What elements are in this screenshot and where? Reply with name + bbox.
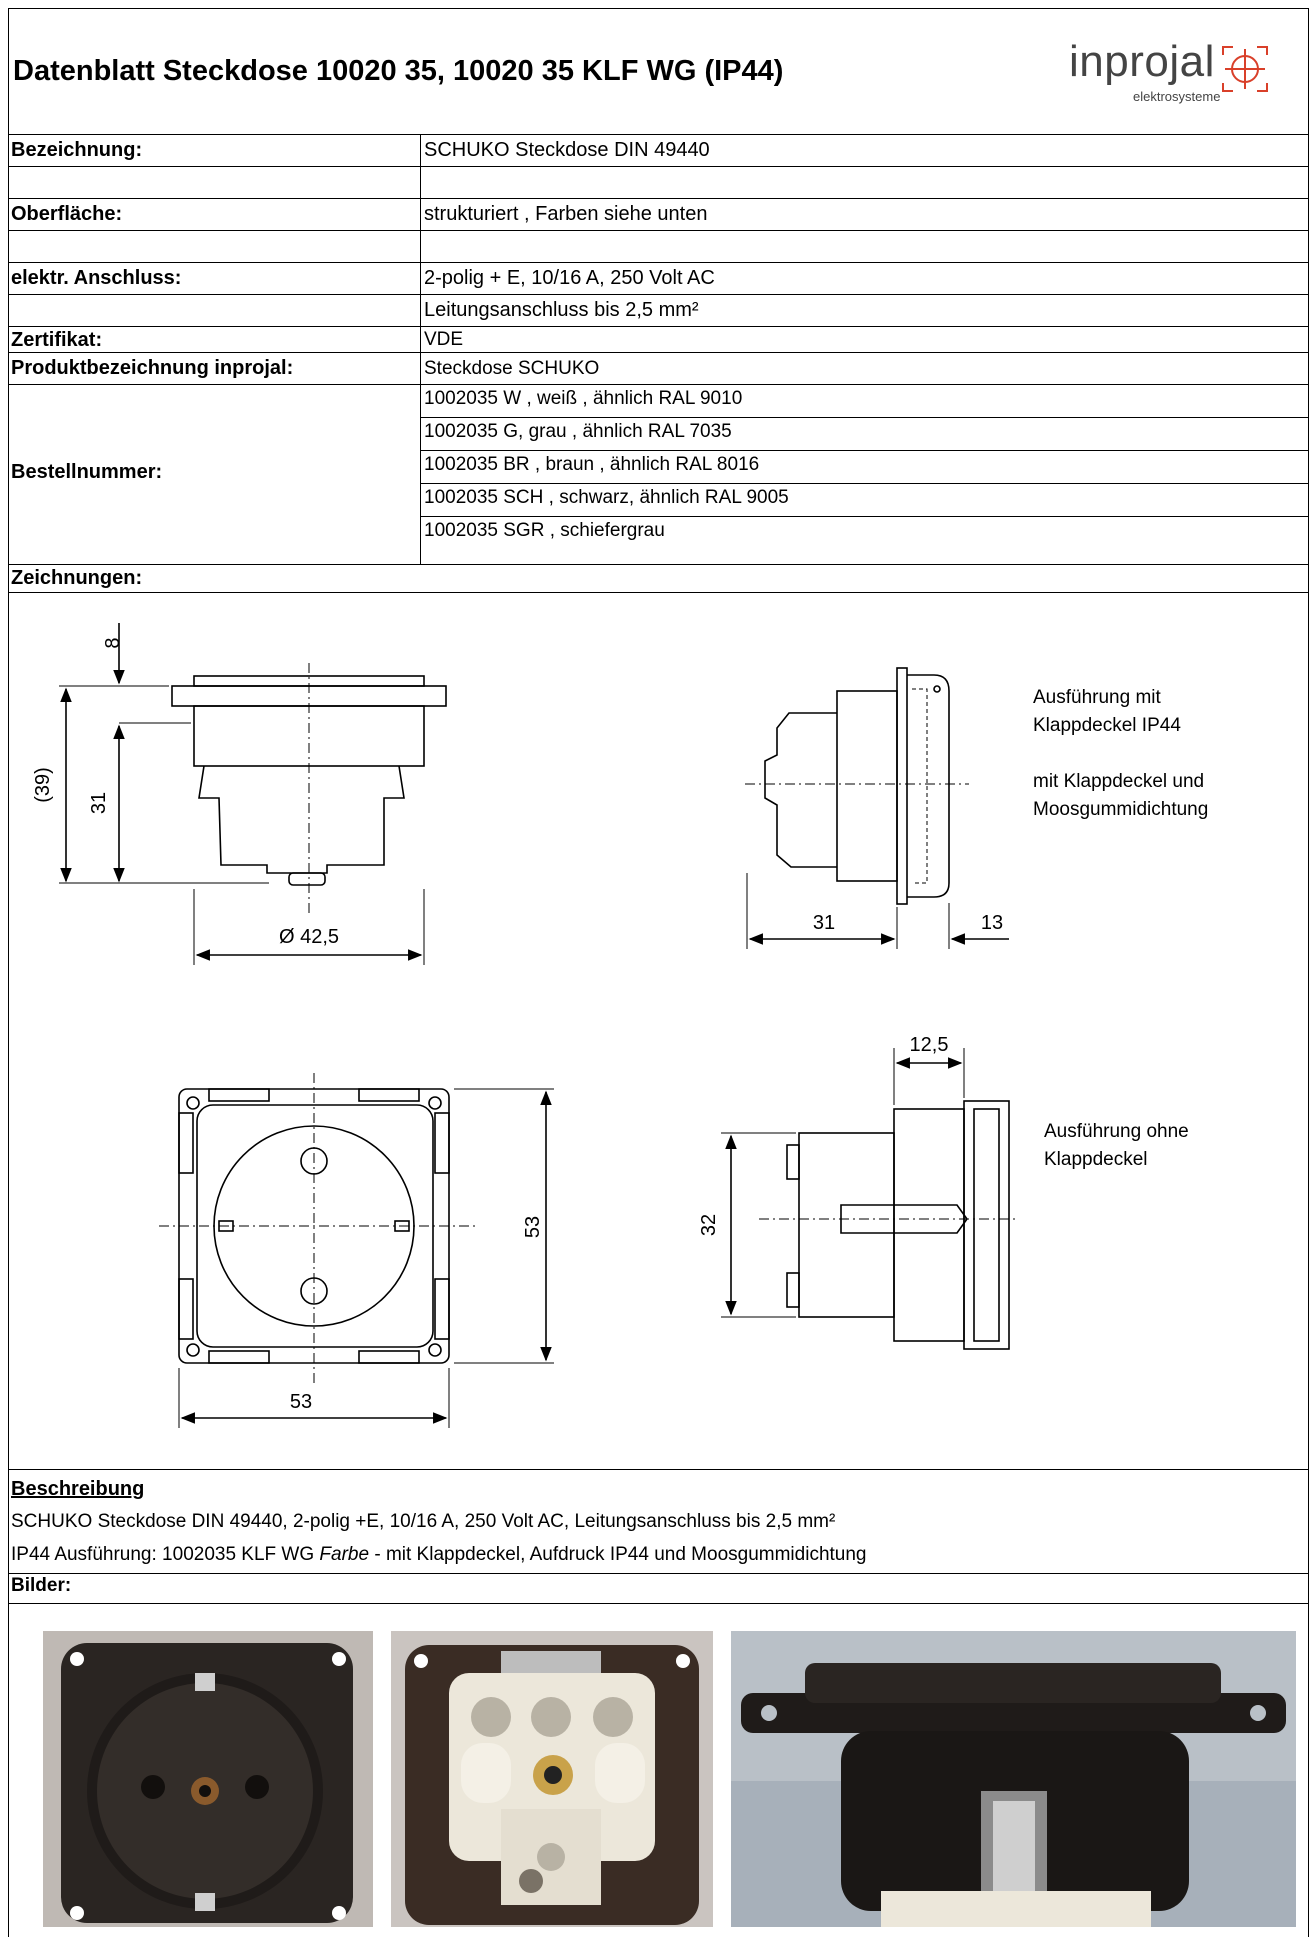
- description-italic: Farbe: [319, 1544, 370, 1565]
- dim-label: 32: [698, 1214, 720, 1236]
- divider: [9, 1469, 1308, 1470]
- order-number-item: 1002035 G, grau , ähnlich RAL 7035: [424, 421, 732, 442]
- value-anschluss-2: Leitungsanschluss bis 2,5 mm²: [424, 299, 699, 321]
- order-number-item: 1002035 BR , braun , ähnlich RAL 8016: [424, 454, 760, 475]
- row-produkt: Produktbezeichnung inprojal: Steckdose S…: [9, 353, 1308, 385]
- drawings-canvas: 8 (39) 31 Ø 42,5 31 13 53 53 12,5 32: [32, 623, 1019, 1428]
- row-anschluss: elektr. Anschluss: 2-polig + E, 10/16 A,…: [9, 263, 1308, 295]
- photo-side: [731, 1631, 1296, 1927]
- order-number-item: 1002035 SCH , schwarz, ähnlich RAL 9005: [424, 487, 789, 508]
- datasheet: Datenblatt Steckdose 10020 35, 10020 35 …: [8, 8, 1309, 1937]
- row-spacer: [9, 167, 1308, 199]
- dim-label: 12,5: [910, 1034, 949, 1056]
- header: Datenblatt Steckdose 10020 35, 10020 35 …: [9, 9, 1308, 135]
- note-line: Klappdeckel: [1044, 1149, 1148, 1170]
- technical-drawings: 8 (39) 31 Ø 42,5 31 13 53 53 12,5 32 Aus…: [9, 593, 1308, 1469]
- note-line: Moosgummidichtung: [1033, 799, 1209, 820]
- divider: [420, 450, 1308, 451]
- dim-label: Ø 42,5: [279, 926, 339, 948]
- drawing-note-ip44: Ausführung mit Klappdeckel IP44 mit Klap…: [1033, 684, 1208, 824]
- row-anschluss-2: Leitungsanschluss bis 2,5 mm²: [9, 295, 1308, 327]
- description-text: - mit Klappdeckel, Aufdruck IP44 und Moo…: [369, 1544, 867, 1565]
- value-zertifikat: VDE: [424, 329, 464, 350]
- value-oberflaeche: strukturiert , Farben siehe unten: [424, 203, 708, 225]
- logo-subtitle: elektrosysteme: [1133, 89, 1221, 104]
- drawing-front-view: [159, 1073, 554, 1428]
- description-text: IP44 Ausführung: 1002035 KLF WG: [11, 1544, 320, 1565]
- photo-front: [43, 1631, 373, 1927]
- row-bezeichnung: Bezeichnung: SCHUKO Steckdose DIN 49440: [9, 135, 1308, 167]
- description-line-2: IP44 Ausführung: 1002035 KLF WG Farbe - …: [11, 1544, 867, 1566]
- divider: [420, 417, 1308, 418]
- dim-label: 8: [102, 637, 124, 648]
- order-number-item: 1002035 W , weiß , ähnlich RAL 9010: [424, 388, 743, 409]
- divider: [420, 483, 1308, 484]
- note-line: Ausführung ohne: [1044, 1121, 1189, 1142]
- dim-label: 31: [813, 912, 835, 934]
- note-line: Ausführung mit: [1033, 687, 1161, 708]
- value-produkt: Steckdose SCHUKO: [424, 358, 600, 379]
- label-produkt: Produktbezeichnung inprojal:: [11, 357, 294, 379]
- column-divider: [420, 135, 421, 565]
- logo-crosshair-icon: [1222, 46, 1268, 92]
- value-bezeichnung: SCHUKO Steckdose DIN 49440: [424, 139, 710, 161]
- note-line: Klappdeckel IP44: [1033, 715, 1181, 736]
- label-anschluss: elektr. Anschluss:: [11, 267, 182, 289]
- photo-back: [391, 1631, 713, 1927]
- note-line: mit Klappdeckel und: [1033, 771, 1205, 792]
- value-anschluss: 2-polig + E, 10/16 A, 250 Volt AC: [424, 267, 715, 289]
- row-oberflaeche: Oberfläche: strukturiert , Farben siehe …: [9, 199, 1308, 231]
- dim-label: (39): [32, 767, 54, 803]
- divider: [9, 1603, 1308, 1604]
- row-spacer: [9, 231, 1308, 263]
- divider: [420, 516, 1308, 517]
- drawing-side-view-3: [721, 1048, 1019, 1350]
- label-oberflaeche: Oberfläche:: [11, 203, 123, 225]
- dim-label: 53: [290, 1391, 312, 1413]
- note-line: [1033, 740, 1208, 768]
- row-zertifikat: Zertifikat: VDE: [9, 327, 1308, 353]
- pictures-heading: Bilder:: [11, 1575, 72, 1596]
- logo-wordmark: inprojal: [1069, 37, 1215, 86]
- drawing-note-standard: Ausführung ohne Klappdeckel: [1044, 1118, 1189, 1174]
- dim-label: 13: [981, 912, 1003, 934]
- section-drawings-heading: Zeichnungen:: [11, 567, 143, 589]
- label-bestellnummer: Bestellnummer:: [11, 461, 163, 483]
- order-number-item: 1002035 SGR , schiefergrau: [424, 520, 665, 541]
- inprojal-logo: inprojal elektrosysteme: [1055, 27, 1275, 111]
- divider: [9, 1573, 1308, 1574]
- page-title: Datenblatt Steckdose 10020 35, 10020 35 …: [13, 55, 784, 87]
- label-bezeichnung: Bezeichnung:: [11, 139, 143, 161]
- label-zertifikat: Zertifikat:: [11, 329, 103, 351]
- row-bestellnummer: Bestellnummer: 1002035 W , weiß , ähnlic…: [9, 385, 1308, 565]
- drawing-side-view-1: [59, 623, 447, 965]
- description-heading: Beschreibung: [11, 1478, 145, 1500]
- row-zeichnungen: Zeichnungen:: [9, 565, 1308, 593]
- dim-label: 31: [88, 792, 110, 814]
- drawing-side-view-2: [745, 667, 1009, 949]
- dim-label: 53: [522, 1216, 544, 1238]
- description-line-1: SCHUKO Steckdose DIN 49440, 2-polig +E, …: [11, 1511, 836, 1532]
